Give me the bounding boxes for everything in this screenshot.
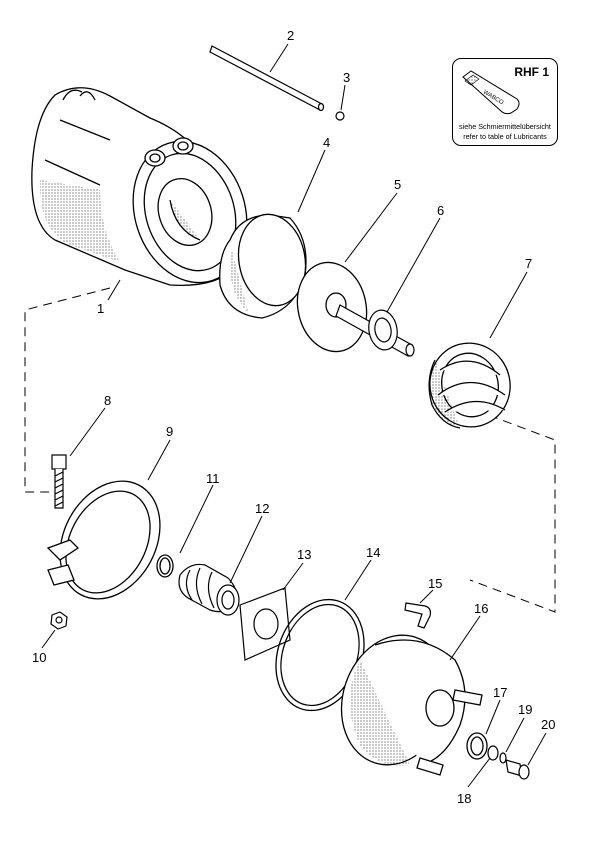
- callout-2: 2: [287, 28, 294, 43]
- part-10-nut: [50, 611, 68, 630]
- part-18-small-ring: [487, 745, 499, 761]
- part-19-washer: [499, 752, 507, 764]
- callout-6: 6: [437, 203, 444, 218]
- callout-1: 1: [97, 301, 104, 316]
- callout-11: 11: [206, 471, 220, 486]
- callout-10: 10: [32, 650, 46, 665]
- part-7-spring: [428, 342, 511, 429]
- part-3-nut: [335, 111, 345, 121]
- callout-4: 4: [323, 135, 330, 150]
- callout-13: 13: [297, 547, 311, 562]
- part-2-push-rod: [209, 45, 325, 112]
- part-20-screw: [505, 759, 530, 780]
- callout-numbers: 2 3 4 5 6 7 1 8 9 11 12 13 14 15 16 10 1…: [32, 28, 555, 806]
- callout-16: 16: [474, 601, 488, 616]
- part-11-o-ring: [156, 554, 174, 578]
- lubricant-code: RHF 1: [514, 65, 549, 79]
- callout-20: 20: [541, 717, 555, 732]
- callout-14: 14: [366, 545, 380, 560]
- part-9-clamp-band: [46, 480, 161, 600]
- callout-15: 15: [428, 576, 442, 591]
- callout-17: 17: [493, 685, 507, 700]
- callout-18: 18: [457, 791, 471, 806]
- part-5-diaphragm: [296, 261, 368, 353]
- part-6-piston-rod: [335, 304, 415, 357]
- callout-12: 12: [255, 501, 269, 516]
- lubricant-tube-icon: WABCO: [462, 70, 520, 115]
- callout-8: 8: [104, 393, 111, 408]
- part-1-spring-housing: [31, 87, 248, 287]
- part-13-plate: [239, 587, 291, 661]
- lubricant-note-de: siehe Schmiermittelübersicht: [459, 122, 551, 131]
- part-8-bolt: [51, 454, 67, 509]
- part-15-fitting: [404, 602, 432, 629]
- part-4-cup-seal: [219, 213, 307, 319]
- leader-lines: [41, 43, 547, 788]
- callout-5: 5: [394, 177, 401, 192]
- part-17-ring: [466, 732, 488, 760]
- callout-19: 19: [518, 702, 532, 717]
- lubricant-reference-box: WABCO RHF 1 siehe Schmiermittelübersicht…: [452, 58, 558, 146]
- callout-7: 7: [525, 256, 532, 271]
- part-16-brake-housing: [340, 634, 483, 776]
- callout-3: 3: [343, 70, 350, 85]
- callout-9: 9: [166, 424, 173, 439]
- part-12-bellows: [178, 563, 240, 616]
- lubricant-note-en: refer to table of Lubricants: [463, 132, 547, 141]
- assembly-guide-line: [24, 287, 556, 613]
